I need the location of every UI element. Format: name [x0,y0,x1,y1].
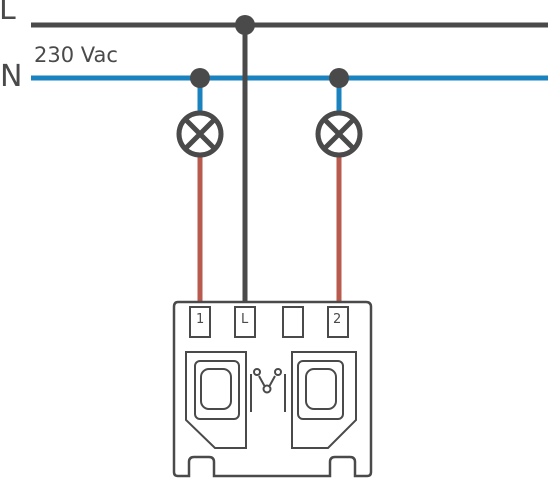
terminal-slot-1 [189,306,211,338]
terminal-slot-2 [327,306,349,338]
switch-housing-outline [172,300,373,478]
terminal-slot-l [234,306,256,338]
lamp-icon [176,110,224,158]
live-label: L [0,0,16,27]
junction-dot-live [235,15,255,35]
switch-module: 1 L 2 [172,300,373,478]
left-terminal-clamp [185,351,247,449]
right-terminal-clamp [291,351,357,449]
junction-dot-neutral-right [329,68,349,88]
junction-dot-neutral-left [190,68,210,88]
two-way-switch-icon [253,368,282,394]
terminal-label-2: 2 [333,312,341,327]
terminal-label-1: 1 [196,312,204,327]
lamp-icon [315,110,363,158]
terminal-slot-empty [282,306,304,338]
neutral-label: N [0,59,22,94]
voltage-label: 230 Vac [34,43,118,67]
terminal-label-l: L [241,312,249,327]
